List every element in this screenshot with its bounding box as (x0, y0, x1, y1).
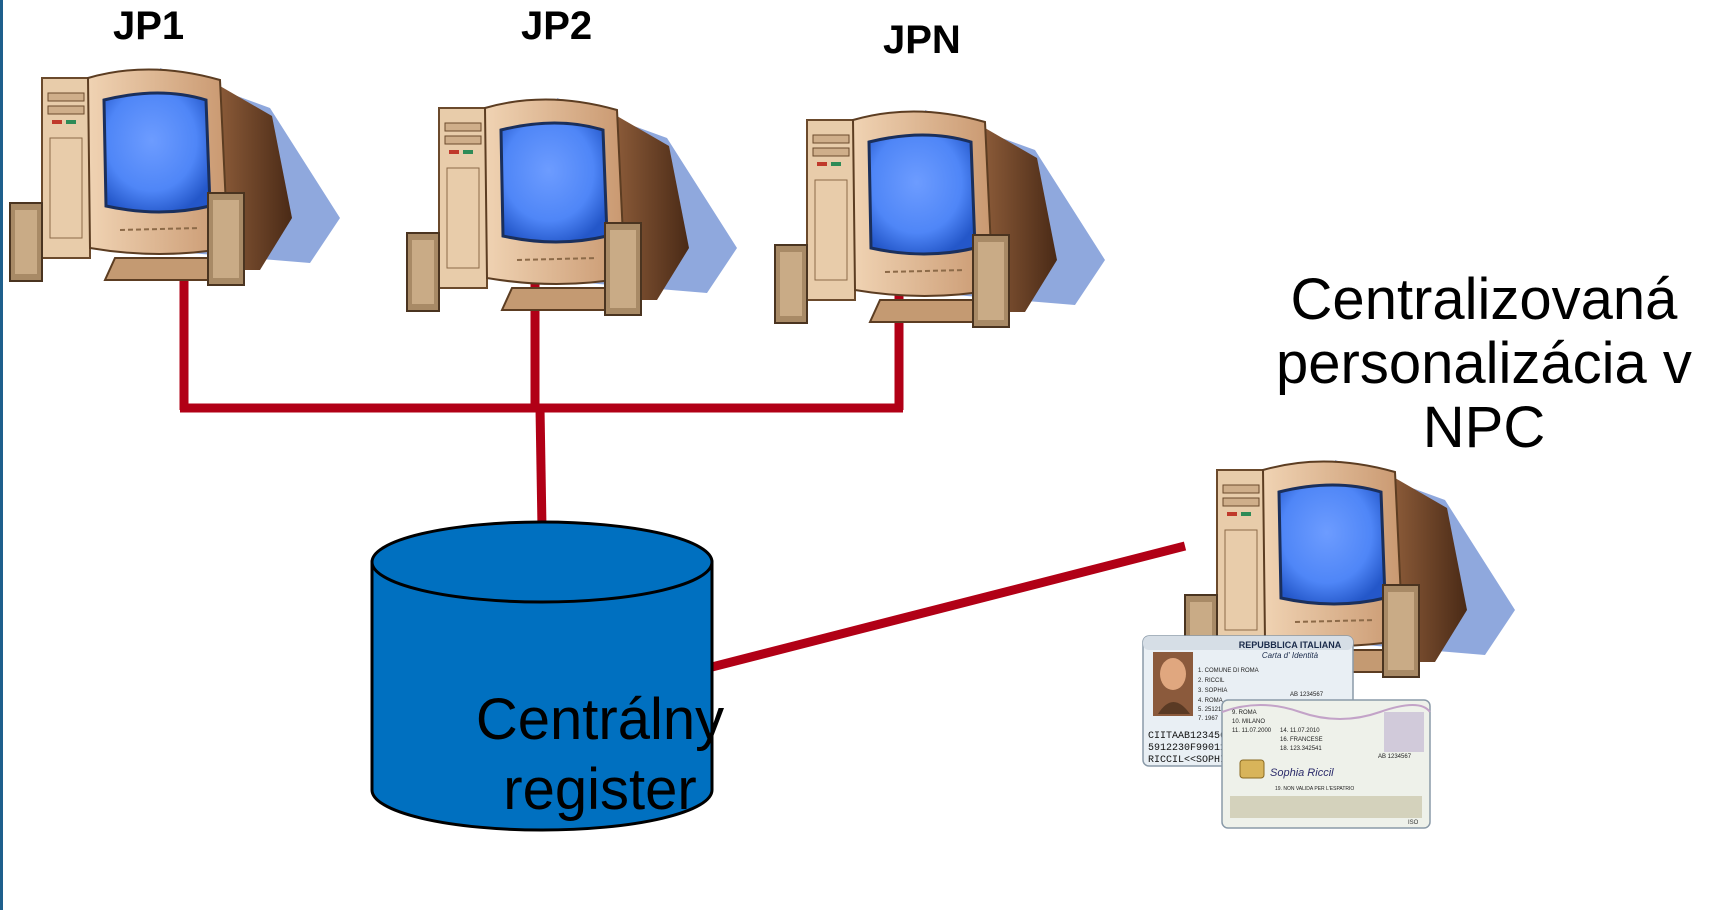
computer-jp1-icon (8, 66, 342, 287)
back-field-3: 11. 11.07.2000 (1232, 728, 1272, 734)
id-mrz-2: 5912230F99011 (1148, 743, 1226, 754)
back-field-4: 14. 11.07.2010 (1280, 728, 1320, 734)
terminal-label-jpn: JPN (883, 18, 961, 62)
id-mrz-3: RICCIL<<SOPHI (1148, 755, 1226, 766)
id-mrz-1: CIITAAB123456 (1148, 731, 1226, 742)
database-cylinder-icon (370, 520, 714, 832)
back-field-1: 9. ROMA (1232, 710, 1257, 716)
back-field-6: 18. 123.342541 (1280, 746, 1322, 752)
back-field-5: 16. FRANCESE (1280, 737, 1323, 743)
computer-jp2-icon (405, 96, 739, 317)
id-signature: Sophia Riccil (1270, 767, 1334, 779)
id-card-header: REPUBBLICA ITALIANA (1239, 640, 1342, 650)
computer-jpn-icon (773, 108, 1107, 329)
id-card-number: AB 1234567 (1290, 692, 1324, 698)
terminal-label-jp2: JP2 (521, 4, 593, 48)
id-field-5: 5. 25121 (1198, 707, 1222, 713)
database-label-line1: Centrálny (475, 687, 725, 752)
back-field-2: 10. MILANO (1232, 719, 1265, 725)
id-card-subheader: Carta d' Identità (1262, 651, 1319, 660)
slide-edge-bar (0, 0, 3, 910)
id-field-1: 1. COMUNE DI ROMA (1198, 668, 1259, 674)
database-label: Centrálny register (410, 685, 790, 825)
back-card-number: AB 1234567 (1378, 754, 1412, 760)
id-field-3: 3. SOPHIA (1198, 688, 1227, 694)
database-label-line2: register (503, 757, 697, 822)
back-field-7: 19. NON VALIDA PER L'ESPATRIO (1275, 786, 1354, 792)
npc-label-line2: personalizácia v (1276, 331, 1692, 396)
id-field-6: 7. 1967 (1198, 716, 1219, 722)
link-to-register (535, 407, 547, 529)
link-register-npc (706, 541, 1187, 673)
chip-icon (1239, 759, 1265, 779)
npc-label-line1: Centralizovaná (1290, 267, 1678, 332)
npc-label-line3: NPC (1422, 395, 1546, 460)
network-links (179, 276, 1187, 673)
terminal-label-jp1: JP1 (113, 4, 185, 48)
id-card-back: 9. ROMA 10. MILANO 11. 11.07.2000 14. 11… (1221, 699, 1431, 829)
id-field-2: 2. RICCIL (1198, 678, 1225, 684)
id-field-4: 4. ROMA (1198, 698, 1223, 704)
back-footer: ISO (1408, 820, 1419, 826)
npc-label: Centralizovaná personalizácia v NPC (1245, 268, 1723, 460)
